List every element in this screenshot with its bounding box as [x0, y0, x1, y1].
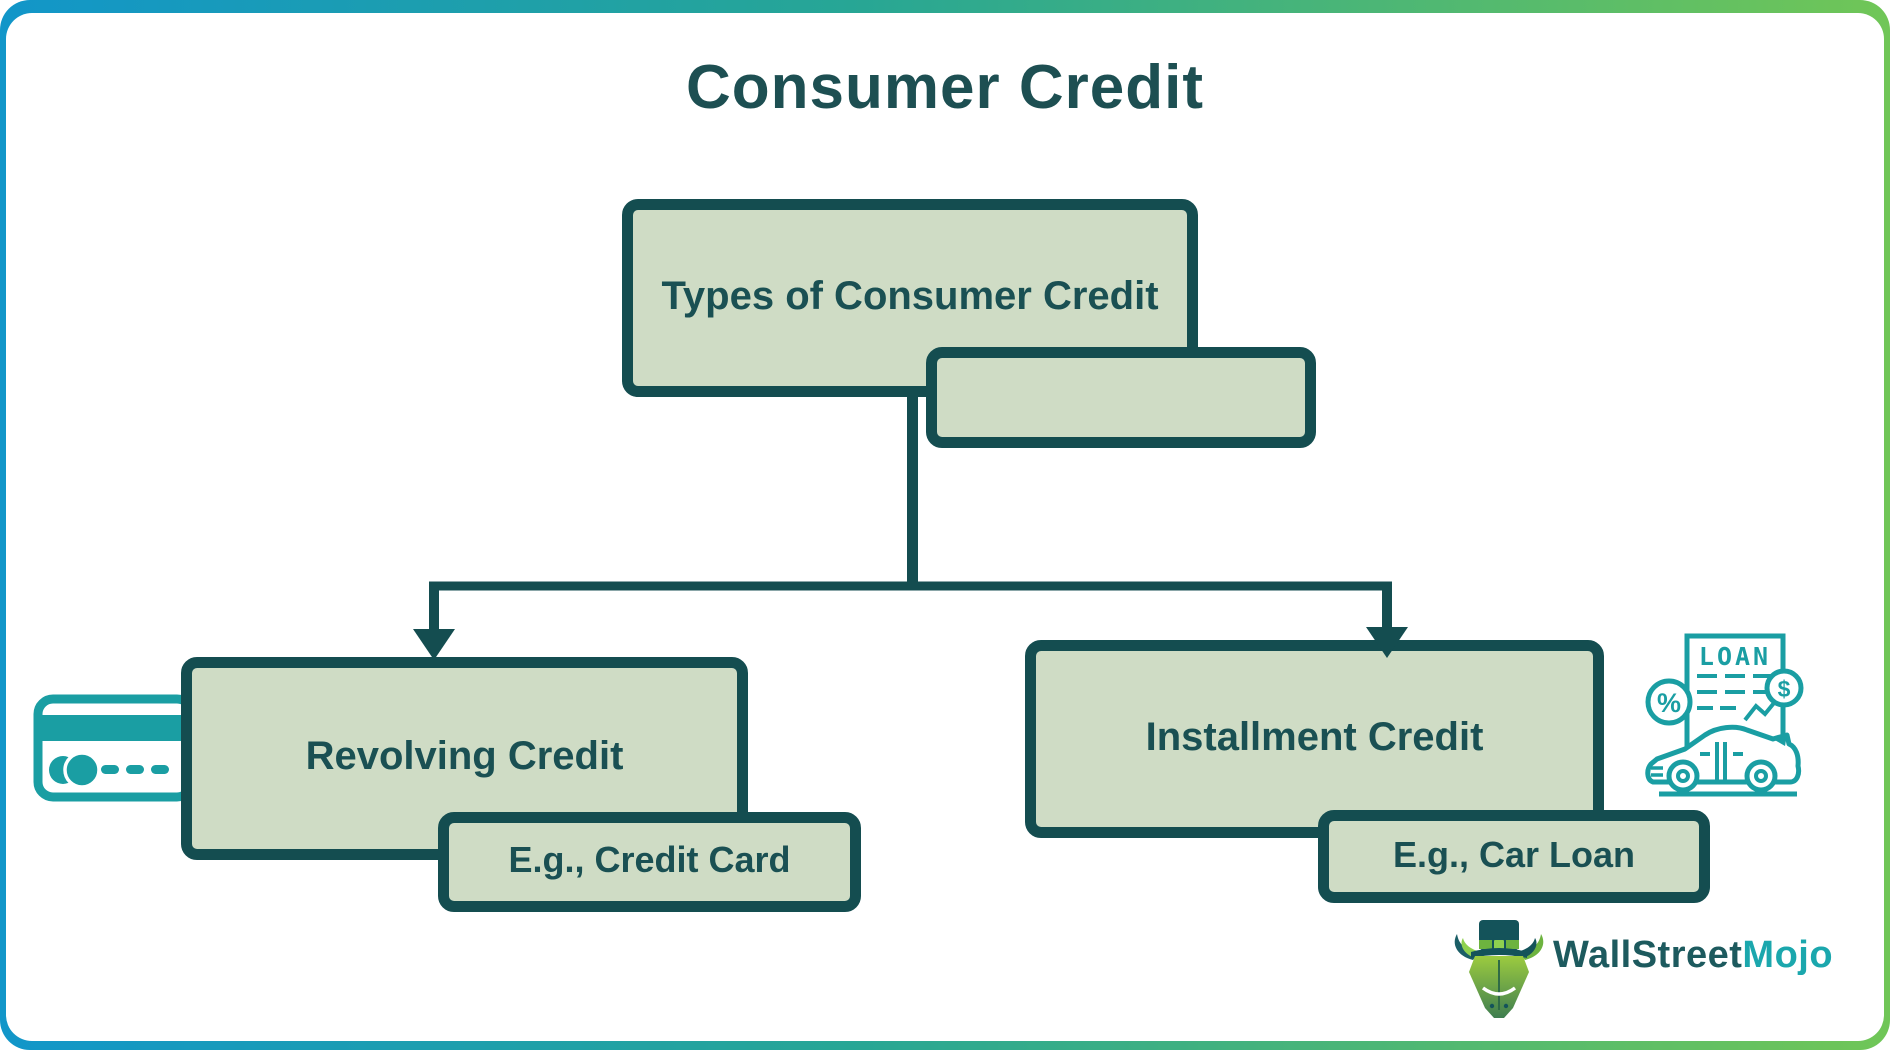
wallstreetmojo-logo: WallStreetMojo [1449, 914, 1833, 1024]
bull-mascot-icon [1454, 920, 1544, 1018]
logo-mojo-text: Mojo [1742, 933, 1834, 976]
node-example-credit-card: E.g., Credit Card [438, 812, 861, 912]
node-label: Installment Credit [1145, 714, 1484, 759]
node-empty-tag [926, 347, 1316, 448]
logo-wordmark: WallStreetMojo [1553, 934, 1833, 977]
node-example-car-loan: E.g., Car Loan [1318, 810, 1710, 903]
logo-wallstreet-text: WallStreet [1553, 933, 1743, 976]
node-label: E.g., Car Loan [1392, 833, 1636, 875]
dollar-icon: $ [1778, 676, 1791, 702]
car-loan-icon: LOAN % $ [1645, 633, 1804, 797]
percent-icon: % [1657, 688, 1681, 718]
arrow-down-left-icon [413, 629, 455, 660]
page-title: Consumer Credit [686, 53, 1204, 122]
credit-card-icon [33, 694, 197, 802]
loan-doc-label: LOAN [1699, 642, 1771, 671]
node-label: Revolving Credit [305, 734, 624, 778]
node-label: E.g., Credit Card [508, 839, 791, 880]
node-label: Types of Consumer Credit [661, 273, 1159, 318]
node-installment-credit: Installment Credit [1025, 640, 1604, 838]
